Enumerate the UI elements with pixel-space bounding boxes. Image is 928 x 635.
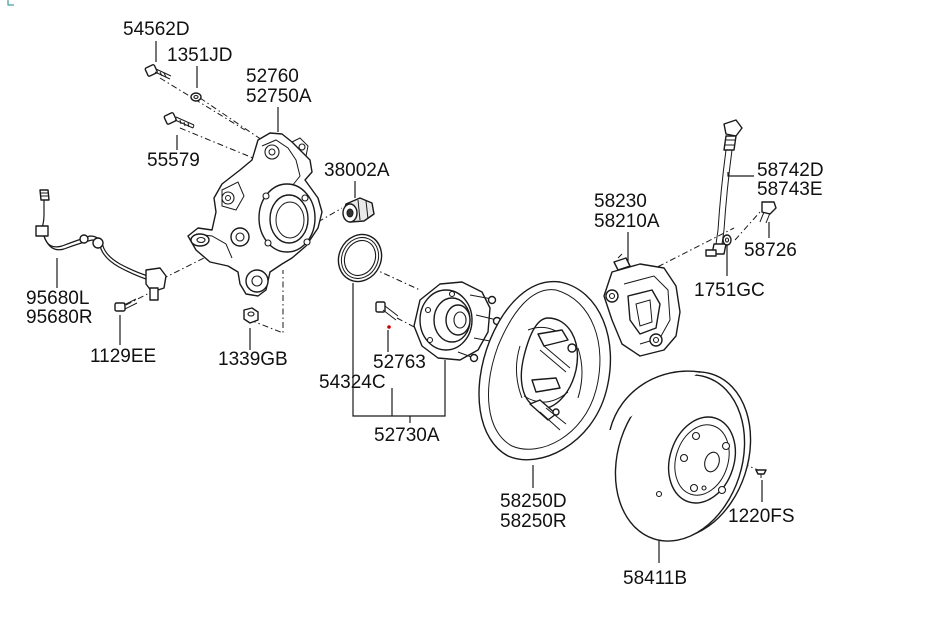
label-55579: 55579 [147,150,200,171]
label-95680L: 95680L [26,288,89,309]
washer-1751GC [722,234,732,246]
label-54324C: 54324C [319,372,386,393]
hub-bearing-52730A [413,281,502,363]
bolt-54562D [144,64,172,80]
washer-1351JD [190,92,202,102]
label-95680R: 95680R [26,307,93,328]
sensor-95680 [35,189,167,301]
backing-plate-58250D [478,280,612,461]
bolt-58726 [759,201,777,224]
caliper-58230 [603,253,681,357]
label-58250D: 58250D [500,491,567,512]
label-38002A: 38002A [324,160,390,181]
part-labels: 54562D 1351JD 52760 52750A 55579 38002A … [26,19,824,589]
label-1129EE: 1129EE [90,346,156,367]
label-52730A: 52730A [374,425,440,446]
label-58742D: 58742D [757,160,824,181]
label-1339GB: 1339GB [218,349,288,370]
nut-1339GB [243,307,259,324]
hub-bolt-52763 [375,301,399,329]
seal-54324C [337,233,383,283]
label-52760: 52760 [246,66,299,87]
brake-disc-58411B [609,370,752,542]
label-1751GC: 1751GC [694,280,765,301]
label-58230: 58230 [594,191,647,212]
label-1220FS: 1220FS [728,506,795,527]
bushing-38002A [342,197,375,223]
label-58250R: 58250R [500,511,567,532]
pin-marker [387,325,391,329]
brake-hose-58742D [705,119,743,257]
bolt-1129EE [114,298,138,312]
label-52750A: 52750A [246,86,312,107]
label-52763: 52763 [373,352,426,373]
label-58743E: 58743E [757,179,823,200]
bolt-55579 [163,112,195,129]
corner-mark [7,0,14,6]
label-58411B: 58411B [623,568,687,589]
leader-lines [56,41,770,563]
label-58726: 58726 [744,240,797,261]
screw-1220FS [755,469,767,478]
label-54562D: 54562D [123,19,190,40]
knuckle-52760 [187,132,323,297]
label-1351JD: 1351JD [167,45,233,66]
label-58210A: 58210A [594,211,660,232]
